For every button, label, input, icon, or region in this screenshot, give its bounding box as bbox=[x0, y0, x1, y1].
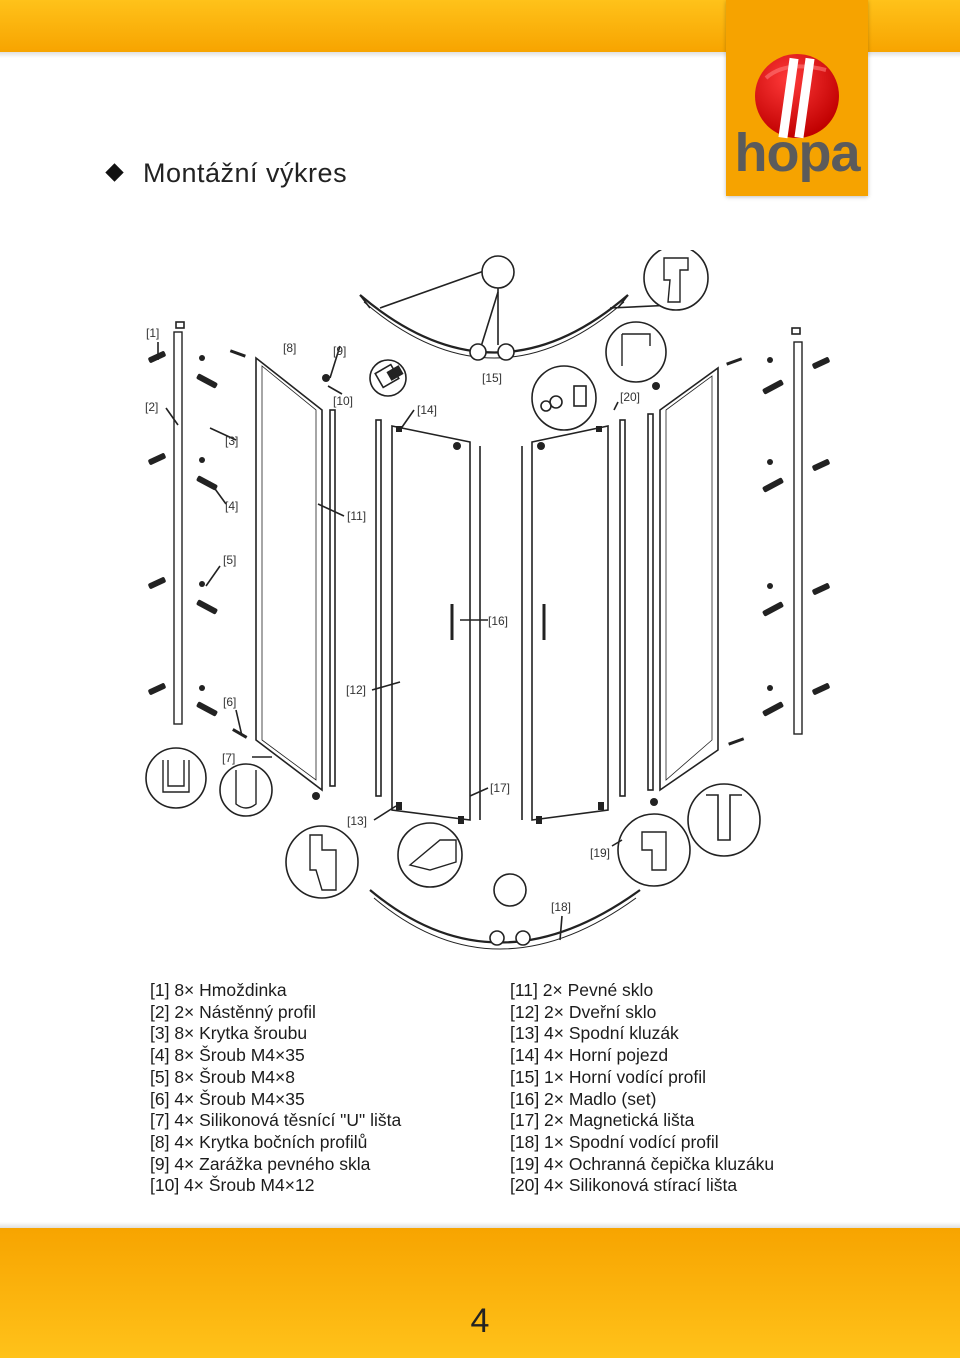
legend-item: [9] 4× Zarážka pevného skla bbox=[150, 1153, 371, 1174]
legend-item: [11] 2× Pevné sklo bbox=[510, 980, 654, 1000]
legend-item: [19] 4× Ochranná čepička kluzáku bbox=[510, 1153, 775, 1174]
legend-item: [3] 8× Krytka šroubu bbox=[150, 1023, 308, 1044]
page-title: Montážní výkres bbox=[105, 158, 348, 189]
legend-item: [17] 2× Magnetická lišta bbox=[510, 1110, 695, 1131]
legend-item: [13] 4× Spodní kluzák bbox=[510, 1023, 679, 1044]
page-number: 4 bbox=[470, 1302, 490, 1340]
right-fixed-glass bbox=[659, 366, 719, 792]
bottom-band bbox=[0, 1222, 960, 1358]
legend-item: [14] 4× Horní pojezd bbox=[510, 1045, 669, 1066]
left-door-glass bbox=[391, 425, 471, 821]
legend-item: [2] 2× Nástěnný profil bbox=[150, 1001, 316, 1022]
legend-item: [1] 8× Hmoždinka bbox=[150, 980, 287, 1000]
callout-10: [10] bbox=[333, 394, 354, 408]
left-wall-profile bbox=[173, 331, 183, 725]
assembly-drawing: [1] [2] [3] [4] [5] [6] [7] [8] [9] [10]… bbox=[0, 245, 960, 970]
callout-20: [20] bbox=[620, 390, 641, 404]
right-door-glass bbox=[531, 425, 609, 821]
callout-16: [16] bbox=[488, 614, 509, 628]
legend-item: [18] 1× Spodní vodící profil bbox=[510, 1131, 719, 1152]
legend-item: [16] 2× Madlo (set) bbox=[510, 1088, 657, 1109]
legend-item: [7] 4× Silikonová těsnící "U" lišta bbox=[150, 1110, 402, 1131]
callout-13: [13] bbox=[347, 814, 368, 828]
callout-18: [18] bbox=[551, 900, 572, 914]
callout-15: [15] bbox=[482, 371, 503, 385]
legend-item: [15] 1× Horní vodící profil bbox=[510, 1066, 707, 1087]
brand-logo: hopa bbox=[726, 0, 868, 196]
diamond-bullet-icon bbox=[105, 163, 124, 182]
callout-3: [3] bbox=[225, 434, 239, 448]
legend-item: [8] 4× Krytka bočních profilů bbox=[150, 1131, 368, 1152]
legend-item: [6] 4× Šroub M4×35 bbox=[150, 1088, 305, 1109]
callout-17: [17] bbox=[490, 781, 511, 795]
legend-item: [20] 4× Silikonová stírací lišta bbox=[510, 1175, 738, 1196]
legend-item: [10] 4× Šroub M4×12 bbox=[150, 1175, 315, 1196]
callout-11: [11] bbox=[347, 509, 367, 523]
legend-item: [4] 8× Šroub M4×35 bbox=[150, 1045, 305, 1066]
right-wall-profile bbox=[793, 341, 803, 735]
callout-4: [4] bbox=[225, 499, 239, 513]
drawing-svg bbox=[145, 245, 830, 950]
page-title-text: Montážní výkres bbox=[143, 158, 348, 188]
callout-8: [8] bbox=[283, 341, 297, 355]
callout-5: [5] bbox=[223, 553, 237, 567]
hopa-emblem-icon bbox=[755, 54, 839, 139]
callout-19: [19] bbox=[590, 846, 611, 860]
left-fixed-glass bbox=[255, 356, 323, 792]
parts-legend-left: [1] 8× Hmoždinka [2] 2× Nástěnný profil … bbox=[150, 980, 401, 1197]
top-guide-profile bbox=[359, 294, 629, 354]
parts-legend-right: [11] 2× Pevné sklo [12] 2× Dveřní sklo [… bbox=[510, 980, 774, 1197]
callout-6: [6] bbox=[223, 695, 237, 709]
callout-7: [7] bbox=[222, 751, 236, 765]
callout-2: [2] bbox=[145, 400, 159, 414]
callout-12: [12] bbox=[346, 683, 367, 697]
legend-item: [5] 8× Šroub M4×8 bbox=[150, 1066, 295, 1087]
callout-14: [14] bbox=[417, 403, 438, 417]
legend-item: [12] 2× Dveřní sklo bbox=[510, 1001, 657, 1022]
brand-name: hopa bbox=[734, 123, 861, 183]
callout-9: [9] bbox=[333, 344, 347, 358]
callout-1: [1] bbox=[146, 326, 160, 340]
